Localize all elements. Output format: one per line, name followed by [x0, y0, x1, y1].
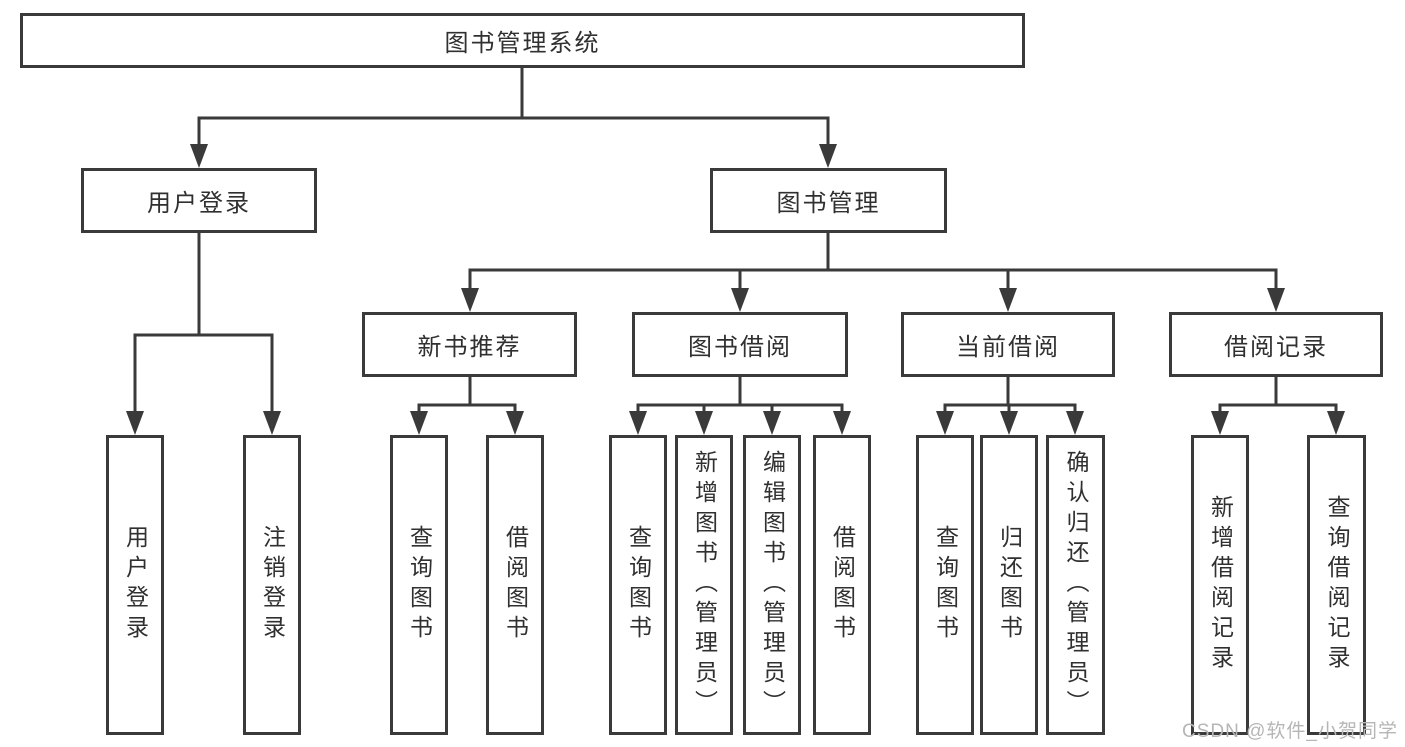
arrowhead-icon	[819, 144, 837, 168]
arrowhead-icon	[695, 411, 713, 435]
arrowhead-icon	[263, 411, 281, 435]
leaf-user-login-label: 用户登录	[122, 525, 149, 645]
arrowhead-icon	[936, 411, 954, 435]
arrowhead-icon	[833, 411, 851, 435]
arrowhead-icon	[190, 144, 208, 168]
leaf-logout-label: 注销登录	[259, 525, 286, 645]
leaf-cb-return-books: 归还图书	[980, 435, 1038, 735]
leaf-bb-add-books-admin: 新增图书（管理员）	[675, 435, 733, 735]
node-user-login-label: 用户登录	[147, 190, 251, 217]
arrowhead-icon	[1267, 288, 1285, 312]
leaf-cb-query-books: 查询图书	[916, 435, 974, 735]
arrowhead-icon	[1066, 411, 1084, 435]
arrowheads	[126, 144, 1345, 435]
leaf-br-add-record: 新增借阅记录	[1191, 435, 1249, 735]
connector-new-books	[417, 375, 517, 416]
arrowhead-icon	[1327, 411, 1345, 435]
arrowhead-icon	[731, 288, 749, 312]
leaf-br-query-record-label: 查询借阅记录	[1324, 495, 1350, 675]
connector-root	[197, 66, 830, 149]
leaf-nb-query-books-label: 查询图书	[406, 525, 433, 645]
leaf-cb-return-books-label: 归还图书	[996, 525, 1023, 645]
leaf-nb-borrow-books-label: 借阅图书	[502, 525, 529, 645]
leaf-nb-query-books: 查询图书	[390, 435, 448, 735]
node-user-login: 用户登录	[81, 168, 317, 233]
leaf-bb-borrow-books-label: 借阅图书	[829, 525, 856, 645]
node-current-borrowing-label: 当前借阅	[956, 334, 1060, 361]
node-library-system: 图书管理系统	[20, 13, 1025, 68]
connector-user-login	[133, 231, 274, 416]
leaf-logout: 注销登录	[243, 435, 301, 735]
node-current-borrowing: 当前借阅	[901, 312, 1115, 377]
node-book-management: 图书管理	[710, 168, 947, 233]
leaf-bb-add-books-admin-label: 新增图书（管理员）	[691, 450, 718, 720]
arrowhead-icon	[1211, 411, 1229, 435]
connector-borrowing	[636, 375, 844, 416]
leaf-bb-edit-books-admin: 编辑图书（管理员）	[743, 435, 801, 735]
node-library-system-label: 图书管理系统	[444, 30, 601, 57]
connector-current	[943, 375, 1077, 416]
csdn-watermark: CSDN @软件_小贺同学	[1182, 721, 1398, 742]
leaf-cb-confirm-return-admin-label: 确认归还（管理员）	[1063, 450, 1089, 720]
arrowhead-icon	[410, 411, 428, 435]
leaf-br-add-record-label: 新增借阅记录	[1207, 495, 1234, 675]
leaf-bb-edit-books-admin-label: 编辑图书（管理员）	[759, 450, 786, 720]
node-new-book-recommend: 新书推荐	[362, 312, 577, 377]
arrowhead-icon	[461, 288, 479, 312]
arrowhead-icon	[126, 411, 144, 435]
arrowhead-icon	[999, 288, 1017, 312]
connector-book-mgmt	[468, 231, 1278, 293]
leaf-bb-query-books-label: 查询图书	[625, 525, 652, 645]
leaf-br-query-record: 查询借阅记录	[1307, 435, 1366, 735]
leaf-bb-query-books: 查询图书	[609, 435, 667, 735]
leaf-nb-borrow-books: 借阅图书	[486, 435, 544, 735]
arrowhead-icon	[506, 411, 524, 435]
node-book-management-label: 图书管理	[776, 190, 881, 217]
leaf-cb-query-books-label: 查询图书	[932, 525, 959, 645]
node-borrow-records-label: 借阅记录	[1224, 334, 1328, 361]
arrowhead-icon	[629, 411, 647, 435]
node-book-borrowing: 图书借阅	[632, 312, 848, 377]
node-borrow-records: 借阅记录	[1169, 312, 1383, 377]
leaf-cb-confirm-return-admin: 确认归还（管理员）	[1046, 435, 1105, 735]
connector-records	[1218, 375, 1338, 416]
leaf-bb-borrow-books: 借阅图书	[813, 435, 871, 735]
leaf-user-login: 用户登录	[106, 435, 164, 735]
node-book-borrowing-label: 图书借阅	[688, 334, 792, 361]
arrowhead-icon	[763, 411, 781, 435]
node-new-book-recommend-label: 新书推荐	[417, 334, 522, 361]
arrowhead-icon	[1000, 411, 1018, 435]
